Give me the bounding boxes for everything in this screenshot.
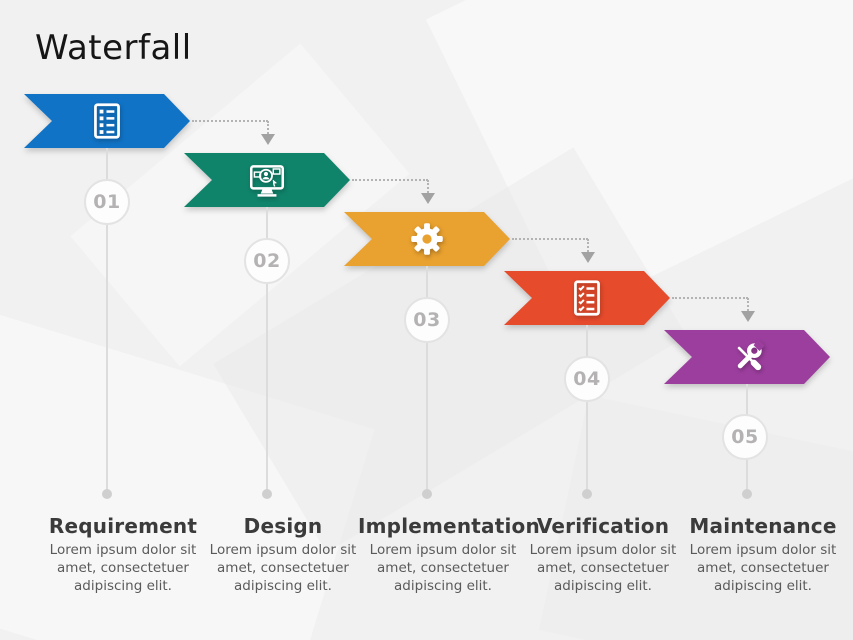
step-description: Lorem ipsum dolor sit amet, consectetuer… — [529, 542, 677, 594]
step-label-maintenance: Maintenance Lorem ipsum dolor sit amet, … — [678, 514, 848, 595]
line-end-dot — [262, 489, 272, 499]
step-title: Verification — [536, 514, 670, 538]
arrow-down-icon — [261, 134, 275, 145]
step-number-badge: 02 — [244, 238, 290, 284]
step-line — [426, 266, 428, 493]
step-description: Lorem ipsum dolor sit amet, consectetuer… — [369, 542, 517, 594]
step-number: 04 — [573, 368, 601, 390]
computer-design-icon — [249, 165, 285, 197]
step-banner-requirement — [24, 94, 190, 148]
step-title: Implementation — [358, 514, 540, 538]
background-watermark — [213, 147, 687, 553]
step-line — [266, 207, 268, 493]
step-banner-implementation — [344, 212, 510, 266]
step-banner-maintenance — [664, 330, 830, 384]
tools-icon — [737, 339, 765, 371]
checklist-icon — [574, 280, 600, 316]
page-title: Waterfall — [35, 28, 192, 68]
background-watermark — [426, 0, 853, 317]
step-description: Lorem ipsum dolor sit amet, consectetuer… — [209, 542, 357, 594]
line-end-dot — [582, 489, 592, 499]
step-banner-design — [184, 153, 350, 207]
arrow-down-icon — [581, 252, 595, 263]
step-label-verification: Verification Lorem ipsum dolor sit amet,… — [518, 514, 688, 595]
line-end-dot — [102, 489, 112, 499]
step-description: Lorem ipsum dolor sit amet, consectetuer… — [49, 542, 197, 594]
step-number-badge: 01 — [84, 179, 130, 225]
document-list-icon — [94, 103, 120, 139]
step-title: Design — [243, 514, 323, 538]
arrow-down-icon — [421, 193, 435, 204]
step-number: 01 — [93, 191, 121, 213]
step-label-requirement: Requirement Lorem ipsum dolor sit amet, … — [38, 514, 208, 595]
arrow-down-icon — [741, 311, 755, 322]
step-label-design: Design Lorem ipsum dolor sit amet, conse… — [198, 514, 368, 595]
line-end-dot — [742, 489, 752, 499]
step-banner-verification — [504, 271, 670, 325]
step-line — [106, 148, 108, 493]
step-number: 03 — [413, 309, 441, 331]
step-title: Maintenance — [689, 514, 837, 538]
step-number: 02 — [253, 250, 281, 272]
step-description: Lorem ipsum dolor sit amet, consectetuer… — [689, 542, 837, 594]
gear-icon — [411, 223, 443, 255]
step-title: Requirement — [48, 514, 198, 538]
step-number-badge: 05 — [722, 414, 768, 460]
step-label-implementation: Implementation Lorem ipsum dolor sit ame… — [358, 514, 540, 595]
step-line — [586, 325, 588, 493]
step-number: 05 — [731, 426, 759, 448]
line-end-dot — [422, 489, 432, 499]
step-number-badge: 03 — [404, 297, 450, 343]
step-number-badge: 04 — [564, 356, 610, 402]
